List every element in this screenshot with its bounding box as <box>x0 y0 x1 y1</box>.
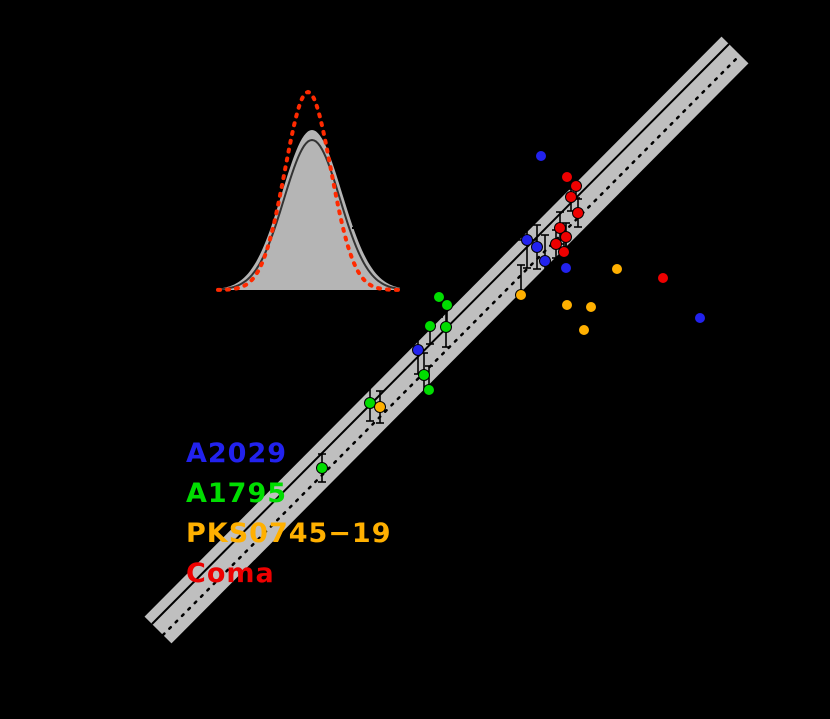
identity-line <box>161 53 742 637</box>
fit-line <box>151 43 730 625</box>
inset-distribution <box>216 89 402 292</box>
data-points <box>316 150 706 474</box>
